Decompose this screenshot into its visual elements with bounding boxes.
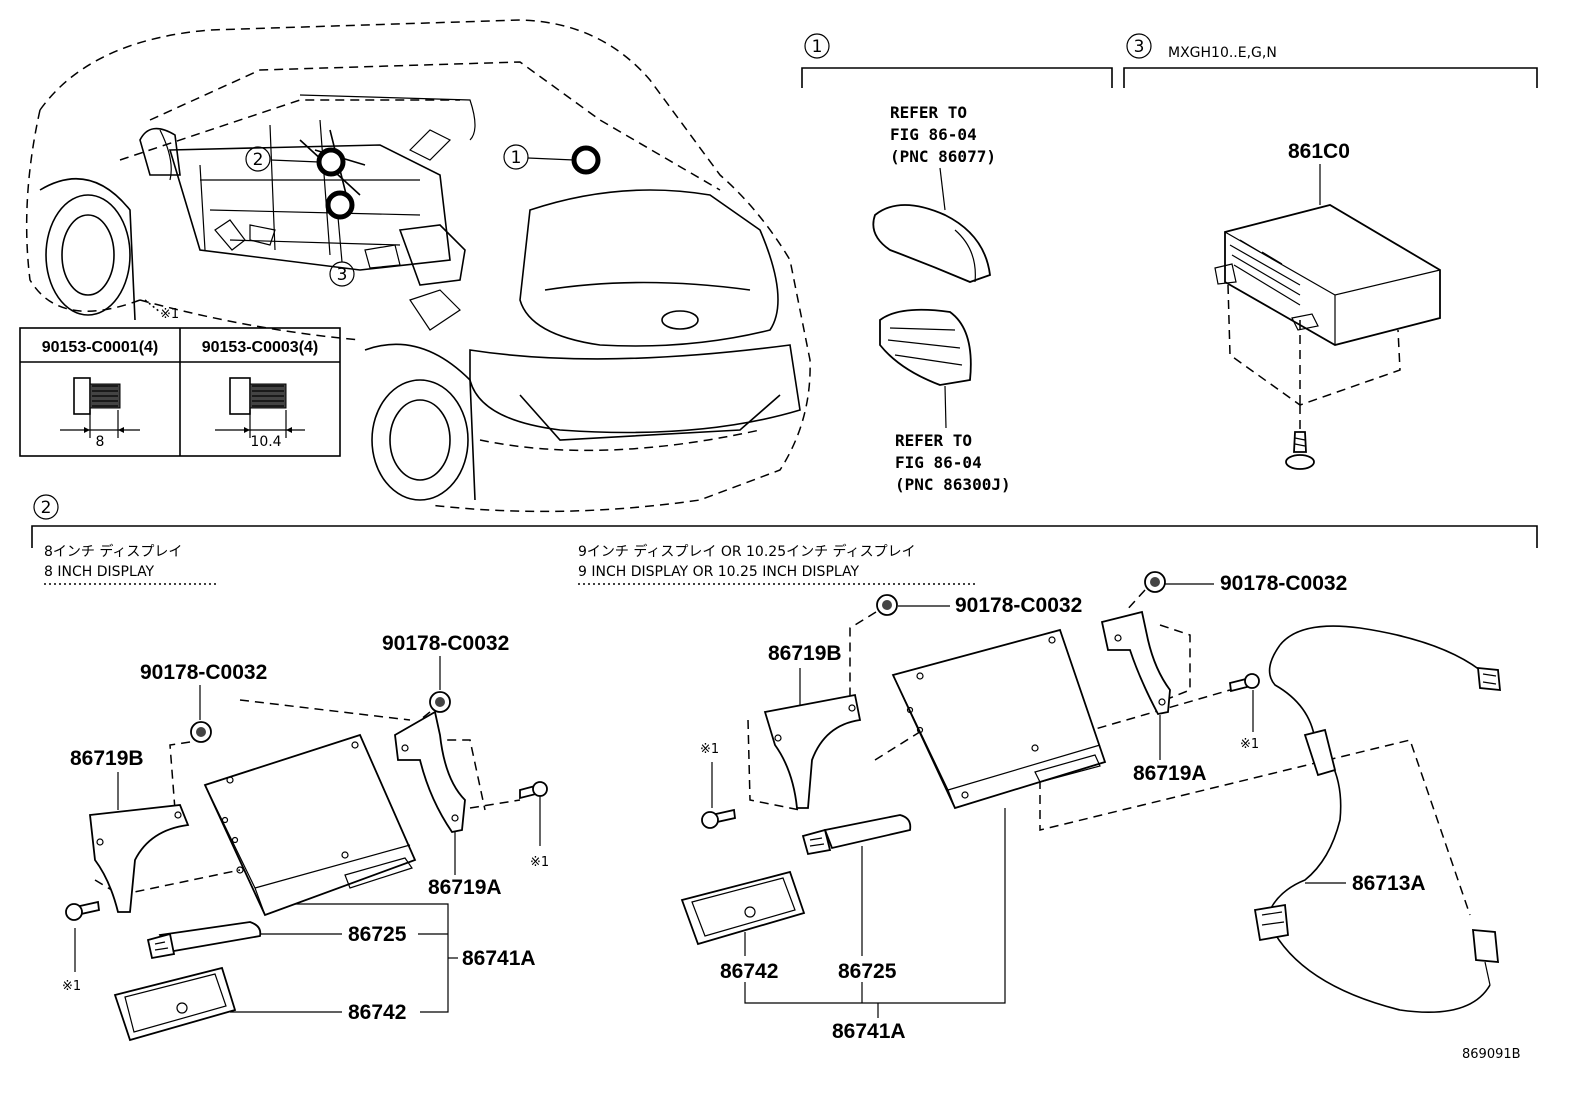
bolt-icon [60, 377, 140, 438]
refer-86077-line2: FIG 86-04 [890, 125, 977, 144]
screw-icon [1229, 673, 1260, 693]
display9-bracket-right-label: 86719A [1133, 762, 1207, 785]
refer-86300j-line3: (PNC 86300J) [895, 475, 1011, 494]
bolt-note-marker: ※1 [160, 307, 179, 322]
section-3-module: 3 MXGH10..E,G,N 861C0 [1123, 33, 1538, 470]
nut-icon [190, 721, 212, 743]
display8-note-b: ※1 [62, 979, 81, 994]
display-8-inch-group: 8インチ ディスプレイ 8 INCH DISPLAY 90178-C0032 9… [44, 543, 549, 1042]
display9-cover-label: 86742 [720, 960, 778, 983]
refer-86300j-line2: FIG 86-04 [895, 453, 982, 472]
bolt-dim-1: 8 [96, 434, 105, 450]
display9-heading-en: 9 INCH DISPLAY OR 10.25 INCH DISPLAY [578, 564, 859, 580]
bolt-table-part-2: 90153-C0003(4) [202, 339, 319, 356]
display9-nut-right-label: 90178-C0032 [1220, 572, 1347, 595]
svg-text:3: 3 [1134, 37, 1145, 57]
display9-cable-label: 86713A [1352, 872, 1426, 895]
section-3-title: MXGH10..E,G,N [1168, 45, 1277, 61]
callout-3: 3 [329, 261, 355, 287]
callout-2: 2 [245, 146, 271, 172]
svg-text:2: 2 [41, 498, 52, 518]
refer-86077-line1: REFER TO [890, 103, 967, 122]
svg-text:1: 1 [812, 37, 823, 57]
display8-assy-label: 86741A [462, 947, 536, 970]
svg-text:2: 2 [253, 150, 264, 170]
bolt-dim-2: 10.4 [250, 434, 281, 450]
bolt-table: 90153-C0001(4) 90153-C0003(4) 8 10.4 [19, 327, 341, 457]
screw-icon [519, 781, 548, 800]
nut-icon [1144, 571, 1166, 593]
refer-86300j-line1: REFER TO [895, 431, 972, 450]
display8-cover-label: 86742 [348, 1001, 406, 1024]
svg-text:1: 1 [511, 148, 522, 168]
display8-heading-jp: 8インチ ディスプレイ [44, 543, 182, 560]
display8-bracket-left-label: 86719B [70, 747, 144, 770]
vehicle-illustration [25, 19, 811, 513]
display9-bracket-left-label: 86719B [768, 642, 842, 665]
display9-note-b: ※1 [1240, 737, 1259, 752]
cable-86713a [1253, 625, 1502, 1013]
display8-nut-left-label: 90178-C0032 [140, 661, 267, 684]
refer-86077-line3: (PNC 86077) [890, 147, 996, 166]
bolt-table-part-1: 90153-C0001(4) [42, 339, 159, 356]
display9-nut-left-label: 90178-C0032 [955, 594, 1082, 617]
display9-assy-label: 86741A [832, 1020, 906, 1043]
part-861c0-label: 861C0 [1288, 140, 1350, 163]
display9-heading-jp: 9インチ ディスプレイ OR 10.25インチ ディスプレイ [578, 543, 916, 560]
screw-icon [701, 808, 736, 829]
section-1-antenna: 1 REFER TO FIG 86-04 (PNC 86077) REFER T… [801, 33, 1113, 494]
svg-text:3: 3 [337, 265, 348, 285]
screw-icon [65, 900, 100, 921]
figure-id: 869091B [1462, 1047, 1521, 1062]
display9-note-a: ※1 [700, 742, 719, 757]
section-2-frame: 2 [31, 494, 1538, 548]
display-9-inch-group: 9インチ ディスプレイ OR 10.25インチ ディスプレイ 9 INCH DI… [578, 543, 1521, 1062]
display8-bracket-right-label: 86719A [428, 876, 502, 899]
display9-holder-label: 86725 [838, 960, 897, 983]
nut-icon [429, 691, 451, 713]
bolt-icon [215, 377, 305, 438]
display8-holder-label: 86725 [348, 923, 407, 946]
nut-icon [876, 594, 898, 616]
display8-heading-en: 8 INCH DISPLAY [44, 564, 155, 580]
display8-nut-right-label: 90178-C0032 [382, 632, 509, 655]
callout-1: 1 [503, 144, 529, 170]
display8-note-a: ※1 [530, 855, 549, 870]
